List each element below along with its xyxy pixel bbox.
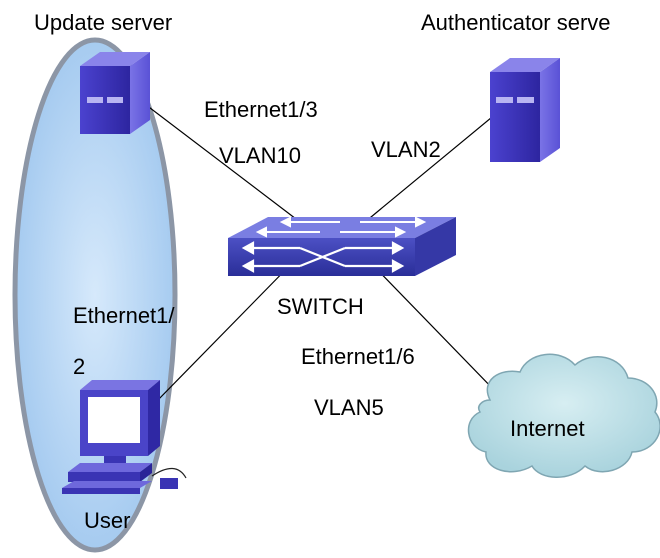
vlan10-label: VLAN10 [219,143,301,168]
ethernet-1-2-label-line1: Ethernet1/ [73,303,175,328]
vlan5-label: VLAN5 [314,395,384,420]
ethernet-1-3-label: Ethernet1/3 [204,97,318,122]
authenticator-server-label: Authenticator serve [421,10,611,35]
authenticator-server-icon [490,58,560,162]
internet-cloud-icon [467,353,660,478]
link-update-server [132,94,301,223]
link-internet [364,256,498,394]
user-label: User [84,508,131,533]
user-computer-icon [62,380,187,494]
vlan2-label: VLAN2 [371,137,441,162]
update-server-label: Update server [34,10,173,35]
internet-label: Internet [510,416,585,441]
switch-icon [228,216,456,276]
update-server-icon [80,52,150,134]
ethernet-1-6-label: Ethernet1/6 [301,344,415,369]
switch-label: SWITCH [277,294,364,319]
links [132,94,504,404]
ethernet-1-2-label-line2: 2 [73,354,86,379]
link-user [154,254,301,404]
link-authenticator-server [364,107,504,223]
